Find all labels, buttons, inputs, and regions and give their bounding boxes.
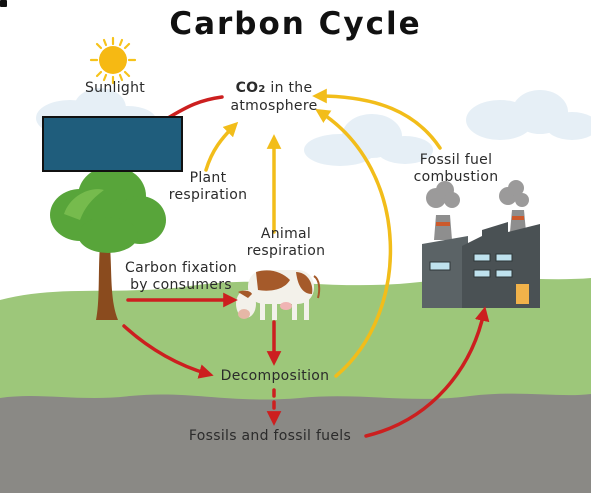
co2-line-1: CO2 in the [214,80,334,98]
fossil-fuel-combustion-line-2: combustion [413,169,499,185]
label-fossil-fuel-combustion: Fossil fuel combustion [408,152,504,186]
animal-respiration-line-1: Animal [260,226,312,242]
label-sunlight: Sunlight [84,80,146,96]
fossil-fuel-combustion-line-1: Fossil fuel [419,152,493,168]
co2-subscript: 2 [258,84,266,95]
label-fossils-and-fossil-fuels: Fossils and fossil fuels [188,428,352,444]
grass-field [0,278,591,400]
co2-formula: CO [235,80,259,96]
arrow-plant-respiration [204,121,239,172]
co2-line-2: atmosphere [230,98,318,114]
arrow-fossils-to-factory [364,306,490,438]
cow-icon [236,270,321,320]
factory-icon [422,180,540,308]
arrow-fossil-fuel-combustion [312,88,442,150]
label-plant-respiration: Plant respiration [160,170,256,204]
plant-respiration-line-1: Plant [189,170,227,186]
cloud-right [466,90,591,140]
soil-layer [0,393,591,493]
arrow-photosynthesis [166,95,224,120]
tree-icon [50,166,166,320]
label-decomposition: Decomposition [220,368,330,384]
carbon-fixation-line-1: Carbon fixation [125,260,237,276]
carbon-fixation-line-2: by consumers [130,277,232,293]
label-animal-respiration: Animal respiration [236,226,336,260]
animal-respiration-line-2: respiration [246,243,326,259]
page-title: Carbon Cycle [169,6,422,42]
sun-icon [89,36,137,85]
co2-in-the: in the [265,80,313,96]
arrow-tree-to-decomposition [122,324,214,379]
plant-respiration-line-2: respiration [168,187,248,203]
label-co2-atmosphere: CO2 in the atmosphere [214,80,334,115]
arrow-decomposition-to-atmosphere [315,108,393,378]
blue-box-overlay [42,116,183,172]
corner-marker [0,0,7,7]
label-carbon-fixation: Carbon fixation by consumers [122,260,240,294]
